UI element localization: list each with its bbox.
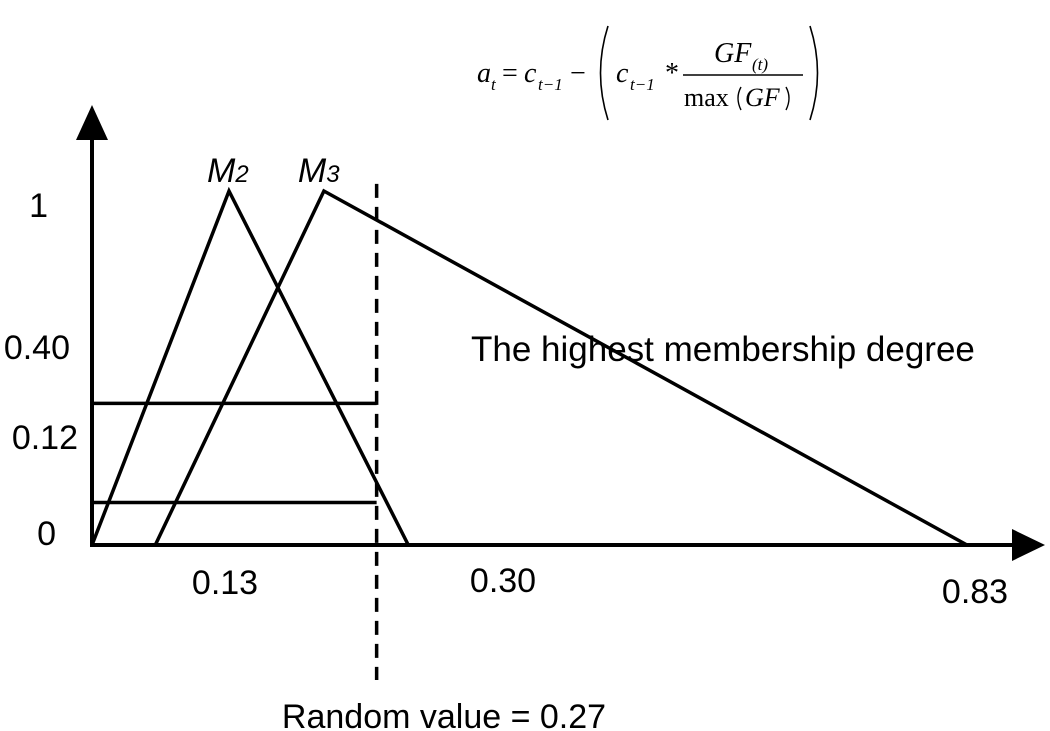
y-tick-1: 1 — [29, 187, 48, 225]
random-value-caption: Random value = 0.27 — [282, 698, 606, 731]
y-axis-arrowhead — [76, 105, 108, 140]
formula-eq: = — [502, 58, 518, 89]
y-tick-0: 0 — [37, 515, 56, 553]
formula-c1-sub: t−1 — [538, 75, 563, 94]
formula-num: GF — [714, 38, 752, 69]
formula-den-left-paren — [737, 86, 742, 111]
highest-membership-annotation: The highest membership degree — [471, 330, 975, 369]
x-axis-arrowhead — [1012, 529, 1045, 561]
formula-lhs: a — [477, 58, 491, 89]
formula-den-fn: max — [684, 83, 729, 112]
formula-c2: c — [616, 58, 629, 89]
x-tick-030: 0.30 — [470, 562, 536, 600]
formula-c2-sub: t−1 — [630, 75, 655, 94]
formula-den-arg: GF — [745, 83, 781, 112]
m2-label: M2 — [207, 152, 249, 190]
m3-label: M3 — [298, 152, 340, 190]
formula: a t = c t−1 − c t−1 * GF (t) max GF — [477, 25, 819, 121]
formula-times: * — [665, 58, 679, 89]
formula-left-paren — [599, 25, 609, 121]
formula-right-paren — [809, 25, 819, 121]
cut-lines — [92, 183, 379, 680]
formula-minus: − — [570, 58, 586, 89]
formula-num-sub: (t) — [752, 55, 768, 74]
y-tick-012: 0.12 — [12, 419, 78, 457]
y-tick-040: 0.40 — [4, 329, 70, 367]
x-tick-083: 0.83 — [942, 573, 1008, 611]
formula-lhs-sub: t — [491, 75, 497, 94]
x-tick-013: 0.13 — [192, 564, 258, 602]
formula-den-right-paren — [785, 86, 790, 111]
m2-triangle — [90, 186, 410, 546]
membership-functions — [90, 186, 968, 547]
m3-triangle — [153, 188, 968, 547]
formula-c1: c — [524, 58, 537, 89]
